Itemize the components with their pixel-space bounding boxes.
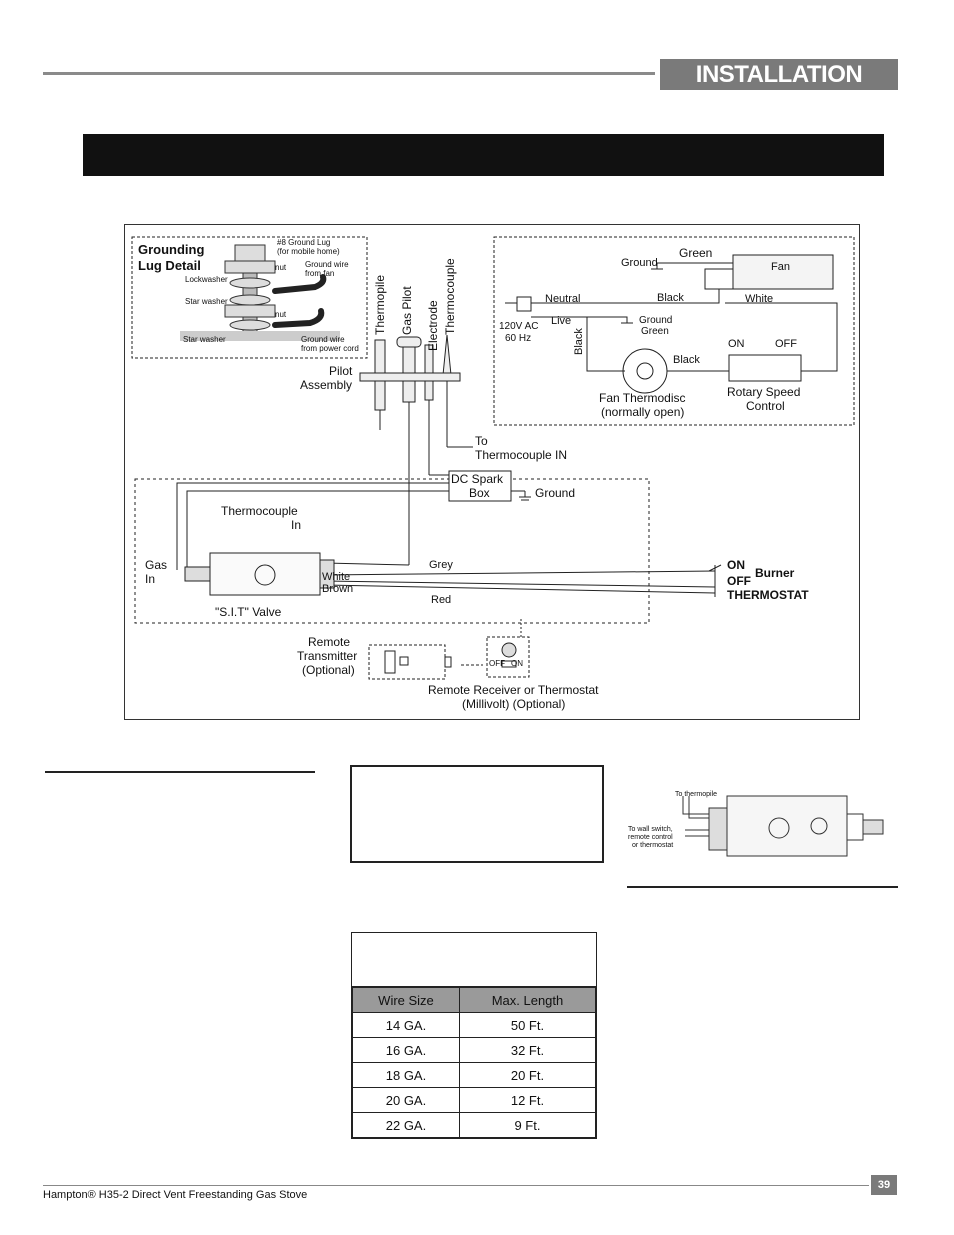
max-length-cell: 50 Ft. [458, 1012, 597, 1038]
white-wire-label: White [322, 571, 351, 583]
gas-pilot-label: Gas Pilot [400, 286, 414, 335]
rotary-sub: Control [746, 399, 785, 413]
thermocouple-label: Thermocouple [443, 258, 457, 335]
electrode-label: Electrode [426, 300, 440, 351]
receiver-label: Remote Receiver or Thermostat [428, 683, 599, 697]
white-fan-label: White [745, 293, 774, 305]
to-wall-label: To wall switch, [628, 826, 673, 833]
wire-size-cell: 22 GA. [352, 1112, 460, 1138]
ground-wire-fan-sub: from fan [305, 269, 335, 278]
table-row: 20 GA. 12 Ft. [352, 1087, 597, 1113]
max-length-cell: 20 Ft. [458, 1062, 597, 1088]
switch-on-label: ON [728, 338, 745, 350]
thermopile-label: Thermopile [373, 274, 387, 335]
nut-bottom-label: nut [275, 310, 287, 319]
lockwasher-label: Lockwasher [185, 275, 228, 284]
ground-lug-sub: (for mobile home) [277, 247, 340, 256]
receiver-off-label: OFF [489, 659, 505, 668]
wire-size-cell: 14 GA. [352, 1012, 460, 1038]
thermocouple-in-sub: In [291, 518, 302, 532]
grounding-title-1: Grounding [138, 242, 205, 257]
note-box [350, 765, 604, 863]
table-row: 14 GA. 50 Ft. [352, 1012, 597, 1038]
ground-wire-power-label: Ground wire [301, 335, 345, 344]
fan-ground-label: Ground [621, 257, 658, 269]
page-number: 39 [871, 1175, 897, 1195]
wire-size-table: Wire Size Max. Length 14 GA. 50 Ft. 16 G… [351, 932, 597, 1139]
to-wall-sub2: or thermostat [632, 842, 674, 849]
ac-label: 120V AC [499, 321, 539, 332]
remote-tx-sub: Transmitter [297, 649, 358, 663]
pilot-assembly-sub: Assembly [300, 378, 353, 392]
to-wall-sub: remote control [628, 834, 673, 841]
nut-top-label: nut [275, 263, 287, 272]
ground-green-sub: Green [641, 326, 669, 337]
footer-rule [43, 1185, 869, 1186]
pilot-assembly-label: Pilot [329, 364, 353, 378]
title-banner [83, 134, 884, 176]
remote-tx-label: Remote [308, 635, 351, 649]
thermostat-name-label: THERMOSTAT [727, 588, 809, 602]
section-title: INSTALLATION [660, 59, 898, 90]
fan-label: Fan [771, 261, 790, 273]
wire-size-cell: 20 GA. [352, 1087, 460, 1113]
burner-label: Burner [755, 566, 795, 580]
grey-wire-label: Grey [429, 559, 453, 571]
header-rule [43, 72, 655, 75]
neutral-label: Neutral [545, 293, 581, 305]
right-section-rule [627, 886, 898, 888]
thermostat-off-label: OFF [727, 574, 751, 588]
valve-name-label: "S.I.T" Valve [215, 605, 282, 619]
wire-size-cell: 16 GA. [352, 1037, 460, 1063]
table-row: 18 GA. 20 Ft. [352, 1062, 597, 1088]
live-label: Live [551, 315, 572, 327]
left-section-rule [45, 771, 315, 773]
brown-wire-label: Brown [322, 583, 354, 595]
black-vert-label: Black [573, 328, 585, 355]
ac-hz-label: 60 Hz [505, 333, 532, 344]
thermostat-on-label: ON [727, 558, 745, 572]
header-max-length: Max. Length [458, 987, 597, 1013]
spark-box-sub: Box [469, 486, 490, 500]
rotary-label: Rotary Speed [727, 385, 801, 399]
header-wire-size: Wire Size [352, 987, 460, 1013]
star-washer-bottom-label: Star washer [183, 335, 226, 344]
black-mid-label: Black [673, 354, 700, 366]
max-length-cell: 12 Ft. [458, 1087, 597, 1113]
receiver-sub: (Millivolt) (Optional) [462, 697, 566, 711]
receiver-on-label: ON [511, 659, 523, 668]
remote-tx-optional: (Optional) [302, 663, 355, 677]
gas-in-label: Gas [145, 558, 168, 572]
black-top-label: Black [657, 292, 684, 304]
to-thermocouple-label: To [475, 434, 488, 448]
to-thermocouple-sub: Thermocouple IN [475, 448, 568, 462]
thermocouple-in-label: Thermocouple [221, 504, 298, 518]
footer-text: Hampton® H35-2 Direct Vent Freestanding … [43, 1189, 308, 1201]
table-row: 16 GA. 32 Ft. [352, 1037, 597, 1063]
spark-ground-label: Ground [535, 486, 576, 500]
wiring-diagram: Grounding Lug Detail #8 Ground Lug (for … [124, 224, 860, 720]
max-length-cell: 9 Ft. [458, 1112, 597, 1138]
thermodisc-label: Fan Thermodisc [599, 391, 686, 405]
table-caption-area [352, 933, 596, 987]
ground-wire-fan-label: Ground wire [305, 260, 349, 269]
gas-in-sub: In [145, 572, 156, 586]
star-washer-mid-label: Star washer [185, 297, 228, 306]
wiring-diagram-drawing [131, 236, 855, 680]
grounding-title-2: Lug Detail [138, 258, 201, 273]
ground-green-label: Ground [639, 315, 673, 326]
green-wire-label: Green [679, 246, 713, 260]
to-thermopile-label: To thermopile [675, 791, 718, 798]
ground-wire-power-sub: from power cord [301, 344, 359, 353]
switch-off-label: OFF [775, 338, 797, 350]
table-row: 22 GA. 9 Ft. [352, 1112, 597, 1138]
valve-detail-image: To thermopile To wall switch, remote con… [627, 784, 887, 864]
thermodisc-sub: (normally open) [601, 405, 685, 419]
max-length-cell: 32 Ft. [458, 1037, 597, 1063]
ground-lug-label: #8 Ground Lug [277, 238, 331, 247]
red-wire-label: Red [431, 594, 452, 606]
wire-size-cell: 18 GA. [352, 1062, 460, 1088]
spark-box-label: DC Spark [451, 472, 504, 486]
